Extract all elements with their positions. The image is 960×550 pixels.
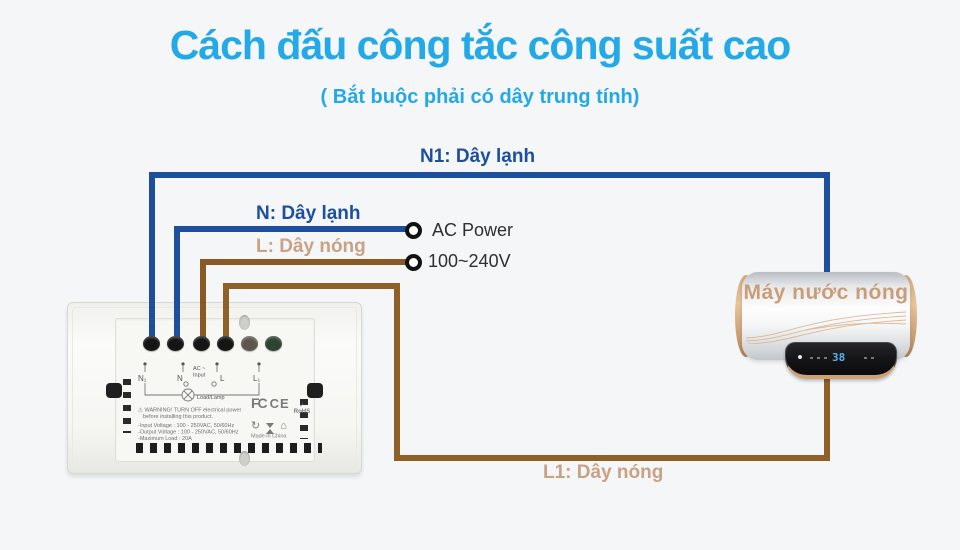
l1-wire-vertical-middle: [394, 283, 400, 461]
l1-wire-horizontal-upper: [223, 283, 400, 289]
water-heater: Máy nước nóng 38: [735, 272, 917, 384]
n-wire-horizontal: [174, 226, 406, 232]
made-in-china-text: Made in China: [251, 433, 287, 439]
warning-line-2: before installing this product.: [143, 413, 214, 420]
page-subtitle: ( Bắt buộc phải có dây trung tính): [320, 86, 640, 108]
temperature-display: 38: [832, 351, 846, 364]
switch-left-slots: [123, 379, 131, 433]
heater-decorative-lines: [746, 311, 906, 344]
spec-output-voltage: -Output Voltage : 100 - 250VAC, 50/60Hz: [138, 429, 239, 435]
terminal-screw-1: [143, 336, 160, 351]
l-wire-horizontal: [200, 259, 406, 265]
smart-switch-device: N₁ N L L₁ AC ~ Input Load/Lamp ⚠ WARNING…: [67, 302, 362, 474]
l1-wire-label: L1: Dây nóng: [543, 462, 664, 483]
ac-input-text-1: AC ~: [193, 366, 205, 372]
spec-max-load: -Maximum Load : 20A: [138, 435, 192, 442]
terminal-label-l: L: [220, 374, 225, 383]
n-wire-vertical: [174, 226, 180, 348]
house-icon: ⌂: [280, 419, 287, 432]
power-indicator-dot: [798, 355, 802, 359]
l1-wire-vertical-left: [223, 283, 229, 348]
n1-wire-horizontal-top: [149, 172, 830, 178]
l-wire-vertical: [200, 259, 206, 348]
spec-input-voltage: -Input Voltage : 100 - 250VAC, 50/60Hz: [138, 422, 235, 429]
switch-left-clip: [106, 383, 122, 398]
switch-vent-slots: [136, 443, 322, 453]
panel-right-buttons: [864, 357, 878, 359]
switch-plate-bevel: [72, 307, 357, 469]
page-title: Cách đấu công tắc công suất cao: [169, 22, 792, 68]
fcc-logo: FC: [251, 395, 268, 411]
n1-wire-vertical-right: [824, 172, 830, 282]
switch-right-slots: [300, 399, 308, 439]
recycle-icon: ↻: [251, 420, 261, 432]
terminal-screw-5: [241, 336, 258, 351]
switch-warning-text: ⚠ WARNING! TURN OFF electrical power bef…: [138, 407, 258, 442]
terminal-label-n1: N₁: [138, 374, 147, 383]
terminal-label-n: N: [177, 374, 183, 383]
terminal-screw-2: [167, 336, 184, 351]
n1-wire-vertical-left: [149, 172, 155, 348]
n1-wire-label: N1: Dây lạnh: [420, 146, 536, 167]
warning-line-1: ⚠ WARNING! TURN OFF electrical power: [138, 407, 242, 413]
ac-terminal-live: [405, 254, 422, 271]
panel-left-buttons: [810, 357, 828, 359]
switch-screw-hole-top: [239, 315, 250, 330]
switch-printed-schematic: N₁ N L L₁ AC ~ Input Load/Lamp: [138, 362, 261, 402]
terminal-screw-6: [265, 336, 282, 351]
terminal-screw-3: [193, 336, 210, 351]
l1-wire-vertical-right: [824, 366, 830, 461]
ac-input-text-2: Input: [193, 373, 206, 379]
terminal-label-l1: L₁: [253, 374, 260, 383]
certification-marks: FC CE RoHS ↻ ⌂ Made in China: [251, 395, 313, 445]
switch-screw-hole-bottom: [239, 451, 250, 466]
heater-name-text: Máy nước nóng: [743, 281, 909, 304]
hourglass-icon: [266, 423, 275, 434]
terminal-screw-4: [217, 336, 234, 351]
heater-control-panel: 38: [785, 342, 897, 379]
ac-terminal-neutral: [405, 222, 422, 239]
load-lamp-text: Load/Lamp: [197, 395, 225, 401]
ce-logo: CE: [269, 396, 290, 411]
voltage-text: 100~240V: [428, 251, 511, 271]
rohs-logo: RoHS: [294, 402, 310, 415]
ac-power-text: AC Power: [432, 220, 514, 240]
n-wire-label: N: Dây lạnh: [256, 203, 361, 224]
switch-right-clip: [307, 383, 323, 398]
l-wire-label: L: Dây nóng: [256, 236, 366, 257]
l1-wire-horizontal-bottom: [394, 455, 830, 461]
